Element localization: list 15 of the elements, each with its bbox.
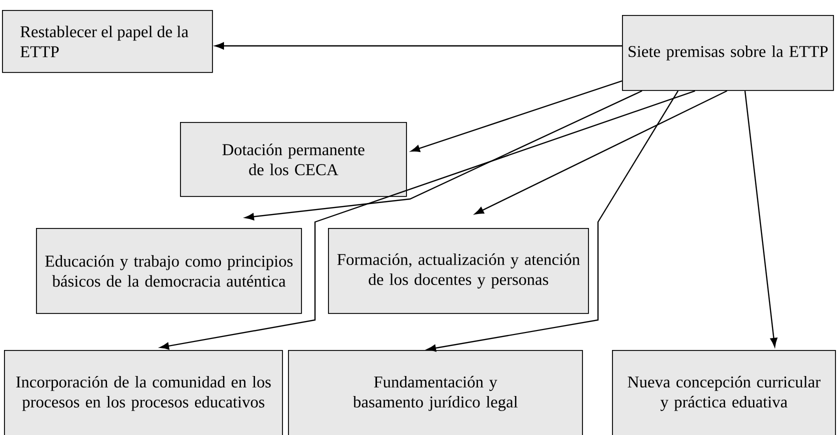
process-box: Nueva concepción curricular y práctica eduativa (612, 350, 836, 435)
process-box: Dotación permanente de los CECA (180, 122, 407, 197)
process-box: Formación, actualización y atención de los docentes y personas (328, 228, 589, 314)
process-box: Restablecer el papel de la ETTP (2, 10, 213, 73)
arrow (214, 42, 622, 50)
process-box: Fundamentación y basamento jurídico legal (288, 350, 583, 435)
arrow (160, 90, 696, 350)
process-box: Incorporación de la comunidad en los procesos en los procesos educativos (4, 350, 283, 435)
process-box: Educación y trabajo como principios básicos de la democracia auténtica (36, 228, 302, 314)
arrow (426, 90, 679, 352)
arrow (244, 90, 642, 220)
arrow (744, 90, 778, 347)
arrow (410, 80, 622, 152)
arrow (474, 90, 728, 214)
process-box: Siete premisas sobre la ETTP (622, 15, 834, 91)
